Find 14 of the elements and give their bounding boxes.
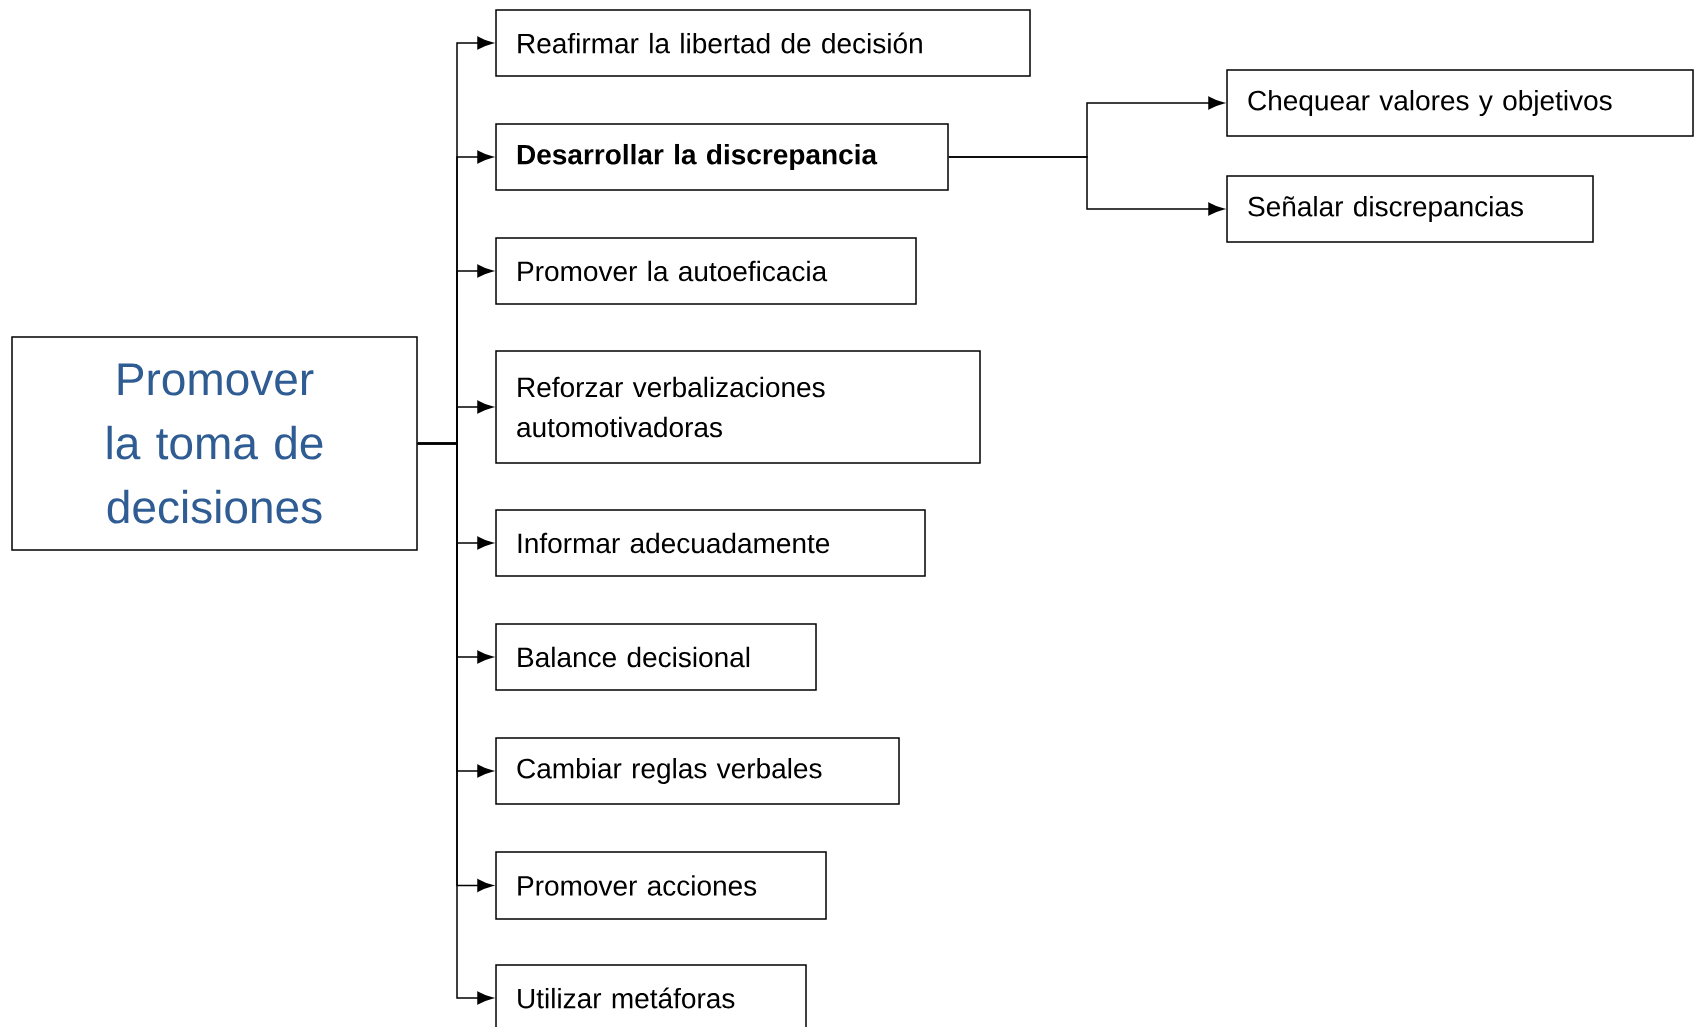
topic-box: Promover la toma de decisiones — [11, 336, 418, 551]
arrow — [948, 156, 1224, 216]
process-box: Reforzar verbalizaciones automotivadoras — [495, 350, 981, 464]
process-box: Promover la autoeficacia — [495, 237, 917, 305]
process-box: Promover acciones — [495, 851, 827, 920]
process-box: Señalar discrepancias — [1226, 175, 1594, 243]
process-box: Balance decisional — [495, 623, 817, 691]
process-box: Informar adecuadamente — [495, 509, 926, 577]
process-box: Utilizar metáforas — [495, 964, 807, 1027]
process-box: Cambiar reglas verbales — [495, 737, 900, 805]
process-box: Desarrollar la discrepancia — [495, 123, 949, 191]
arrow — [417, 442, 493, 1005]
process-box: Reafirmar la libertad de decisión — [495, 9, 1031, 77]
process-box: Chequear valores y objetivos — [1226, 69, 1694, 137]
